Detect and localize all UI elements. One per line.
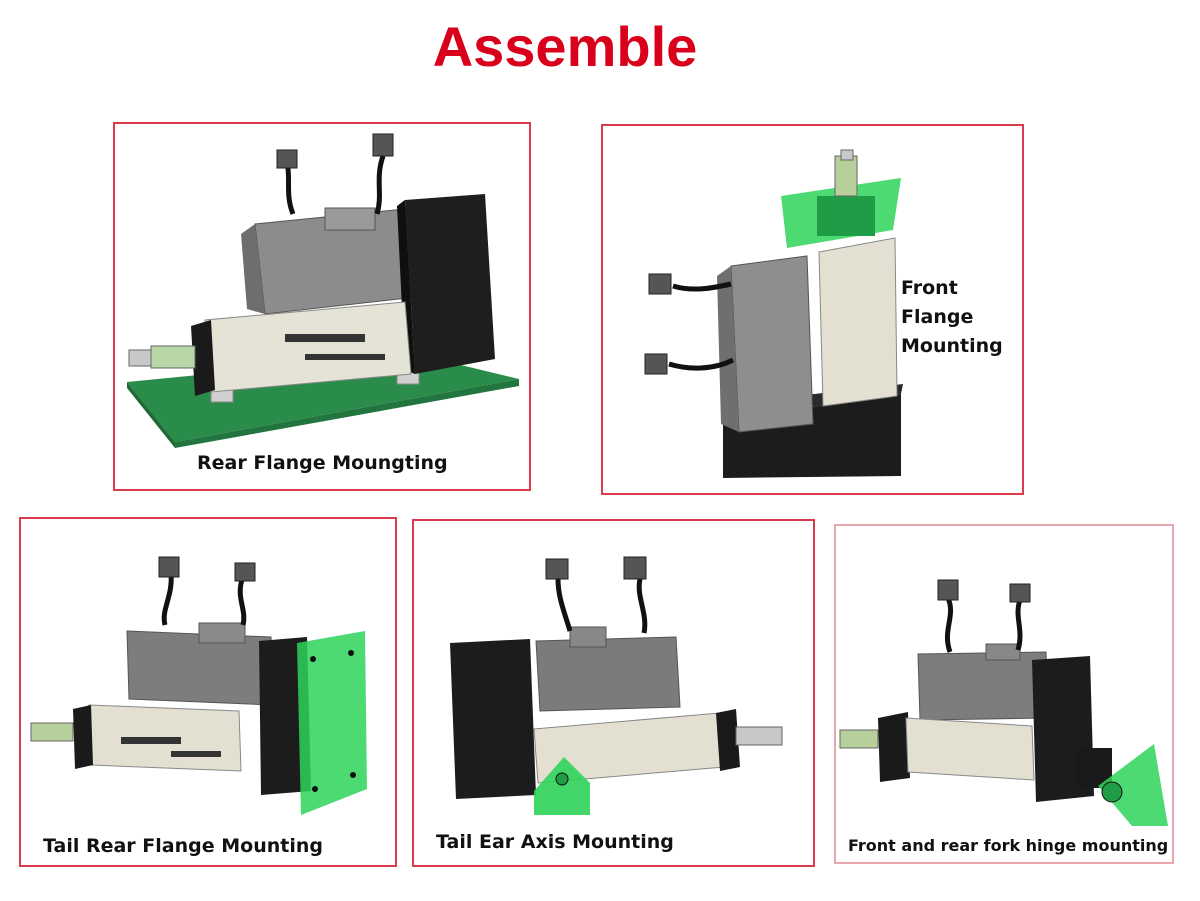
actuator-tail-rear-flange-illustration — [30, 556, 367, 815]
caption-tail-rear-flange: Tail Rear Flange Mounting — [43, 835, 323, 857]
page-title: Assemble — [432, 15, 698, 78]
panel-front-flange-mounting: Front Flange Mounting — [601, 124, 1024, 495]
panel-tail-rear-flange-mounting: Tail Rear Flange Mounting — [19, 517, 397, 867]
caption-fork-hinge: Front and rear fork hinge mounting — [848, 836, 1169, 855]
actuator-front-flange-illustration — [644, 149, 903, 478]
panel-fork-hinge-mounting: Front and rear fork hinge mounting — [834, 524, 1174, 864]
actuator-fork-hinge-illustration — [839, 579, 1168, 826]
caption-rear-flange: Rear Flange Moungting — [197, 452, 448, 474]
actuator-rear-flange-illustration — [127, 133, 519, 448]
panel-rear-flange-mounting: Rear Flange Moungting — [113, 122, 531, 491]
caption-front-flange: Front Flange Mounting — [901, 277, 1003, 357]
actuator-tail-ear-axis-illustration — [450, 556, 783, 815]
caption-tail-ear-axis: Tail Ear Axis Mounting — [436, 831, 674, 853]
panel-tail-ear-axis-mounting: Tail Ear Axis Mounting — [412, 519, 815, 867]
